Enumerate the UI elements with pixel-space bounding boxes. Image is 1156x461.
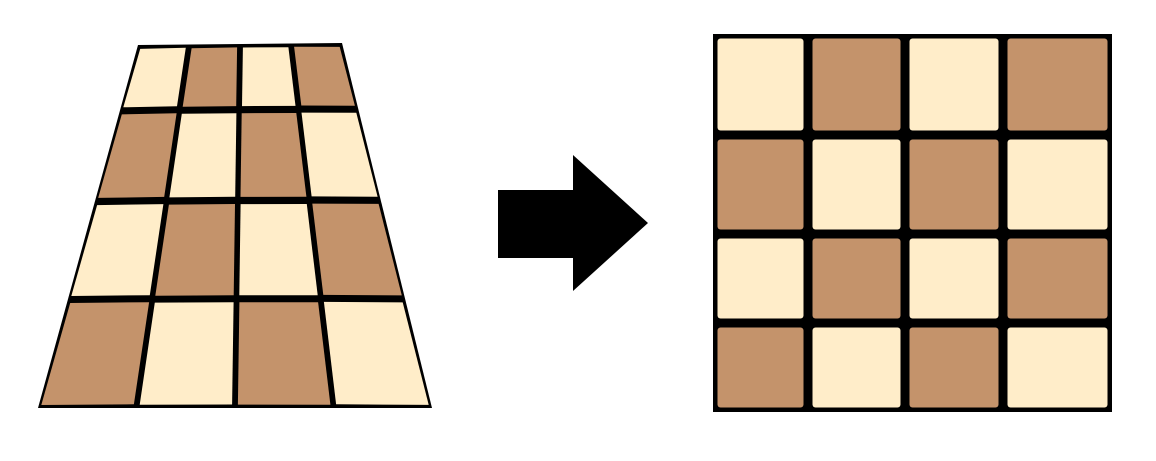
result-cell-r3-c2 — [812, 238, 901, 319]
right-arrow-shape — [498, 155, 648, 291]
result-cell-r1-c4 — [1007, 38, 1108, 131]
result-cell-r3-c4 — [1007, 238, 1108, 319]
source-cell-r3-c2 — [155, 204, 235, 296]
result-cell-r4-c3 — [909, 327, 999, 408]
result-cell-r2-c4 — [1007, 139, 1108, 230]
result-cell-r4-c4 — [1007, 327, 1108, 408]
source-cell-r4-c2 — [139, 302, 234, 405]
source-cell-r3-c1 — [71, 204, 164, 296]
source-cell-r1-c1 — [123, 47, 186, 108]
result-cell-r1-c2 — [812, 38, 901, 131]
right-arrow-icon — [498, 155, 648, 291]
source-cell-r4-c1 — [41, 302, 150, 405]
result-cell-r4-c1 — [717, 327, 804, 408]
result-cell-r2-c1 — [717, 139, 804, 230]
result-cell-r1-c3 — [909, 38, 999, 131]
source-cell-r2-c4 — [301, 112, 378, 197]
source-cell-r4-c3 — [237, 302, 331, 405]
result-cell-r1-c1 — [717, 38, 804, 131]
perspective-checkerboard — [38, 43, 432, 408]
result-cell-r2-c3 — [909, 139, 999, 230]
source-cell-r2-c2 — [169, 113, 237, 198]
source-cell-r1-c2 — [182, 47, 238, 107]
rectified-checkerboard — [713, 34, 1112, 412]
source-cell-r3-c3 — [239, 204, 318, 296]
result-cell-r2-c2 — [812, 139, 901, 230]
source-cell-r1-c4 — [294, 46, 355, 106]
source-cell-r2-c3 — [240, 113, 307, 197]
result-cell-r3-c1 — [717, 238, 804, 319]
source-cell-r2-c1 — [98, 113, 177, 198]
source-cell-r3-c4 — [312, 203, 402, 296]
result-cell-r4-c2 — [812, 327, 901, 408]
result-cell-r3-c3 — [909, 238, 999, 319]
source-cell-r4-c4 — [323, 301, 429, 405]
source-cell-r1-c3 — [242, 47, 296, 107]
